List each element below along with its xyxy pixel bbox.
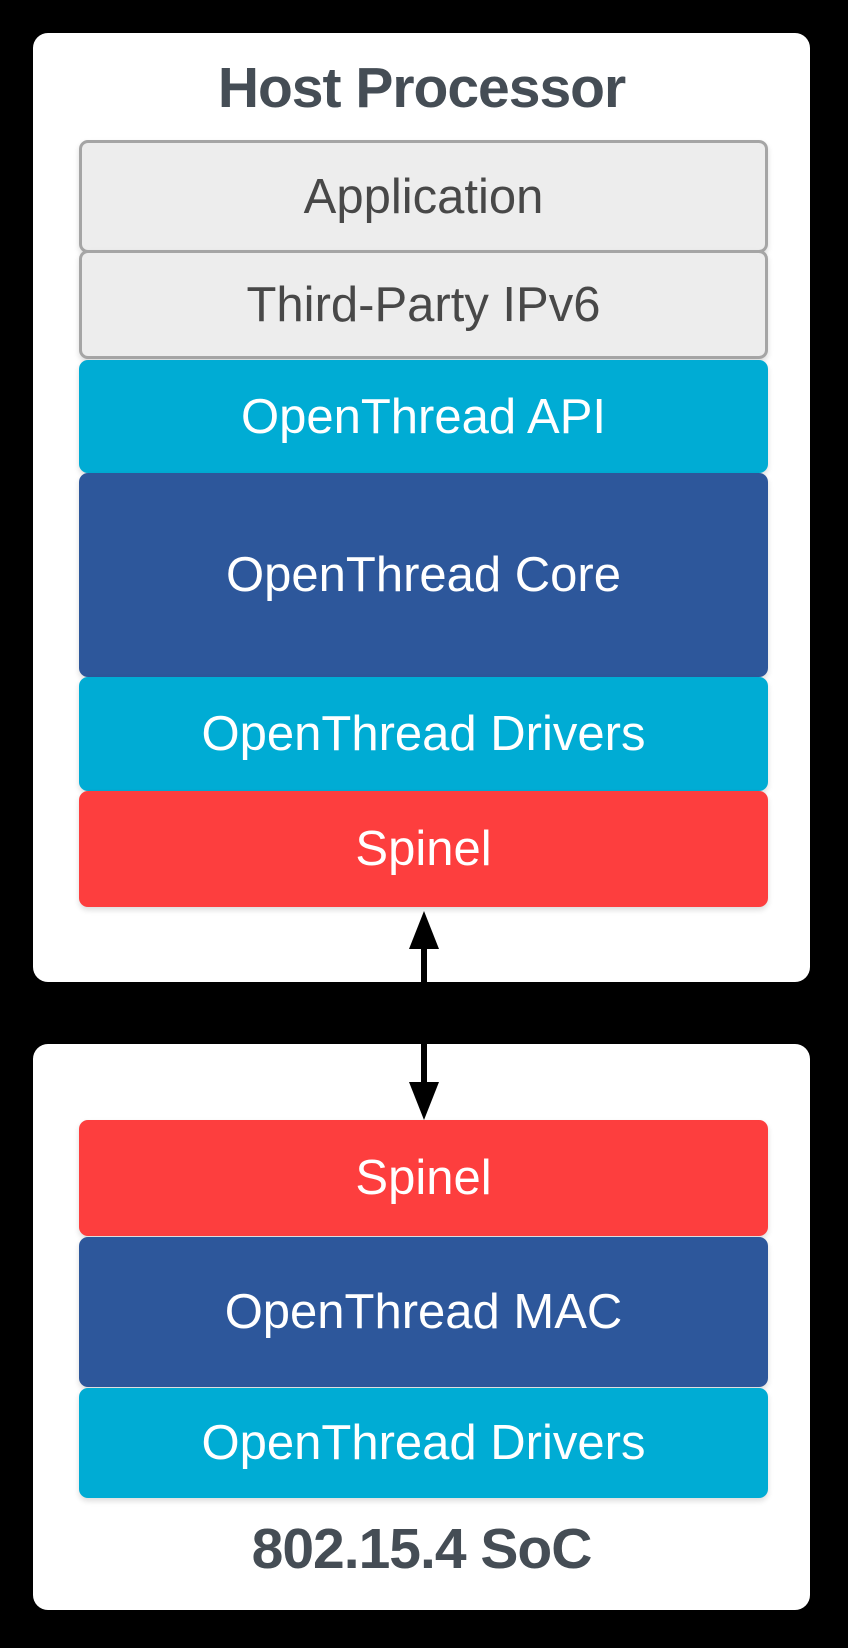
arrow-up-icon xyxy=(409,911,439,949)
layer-openthread-core: OpenThread Core xyxy=(79,473,768,677)
layer-openthread-api: OpenThread API xyxy=(79,360,768,473)
layer-application: Application xyxy=(79,140,768,253)
arrow-down-icon xyxy=(409,1082,439,1120)
spinel-connector-arrow xyxy=(409,911,439,1120)
host-processor-block: Host Processor Application Third-Party I… xyxy=(33,33,810,982)
host-layer-stack: Application Third-Party IPv6 OpenThread … xyxy=(79,140,768,907)
layer-third-party-ipv6: Third-Party IPv6 xyxy=(79,250,768,359)
soc-layer-stack: Spinel OpenThread MAC OpenThread Drivers xyxy=(79,1120,768,1498)
layer-openthread-drivers-host: OpenThread Drivers xyxy=(79,677,768,791)
soc-title: 802.15.4 SoC xyxy=(251,1517,593,1581)
layer-openthread-mac: OpenThread MAC xyxy=(79,1237,768,1387)
layer-openthread-drivers-soc: OpenThread Drivers xyxy=(79,1388,768,1498)
host-processor-title: Host Processor xyxy=(217,56,626,120)
soc-block: Spinel OpenThread MAC OpenThread Drivers… xyxy=(33,1044,810,1610)
arrow-shaft xyxy=(421,949,427,1082)
layer-spinel-host: Spinel xyxy=(79,791,768,907)
layer-spinel-soc: Spinel xyxy=(79,1120,768,1236)
